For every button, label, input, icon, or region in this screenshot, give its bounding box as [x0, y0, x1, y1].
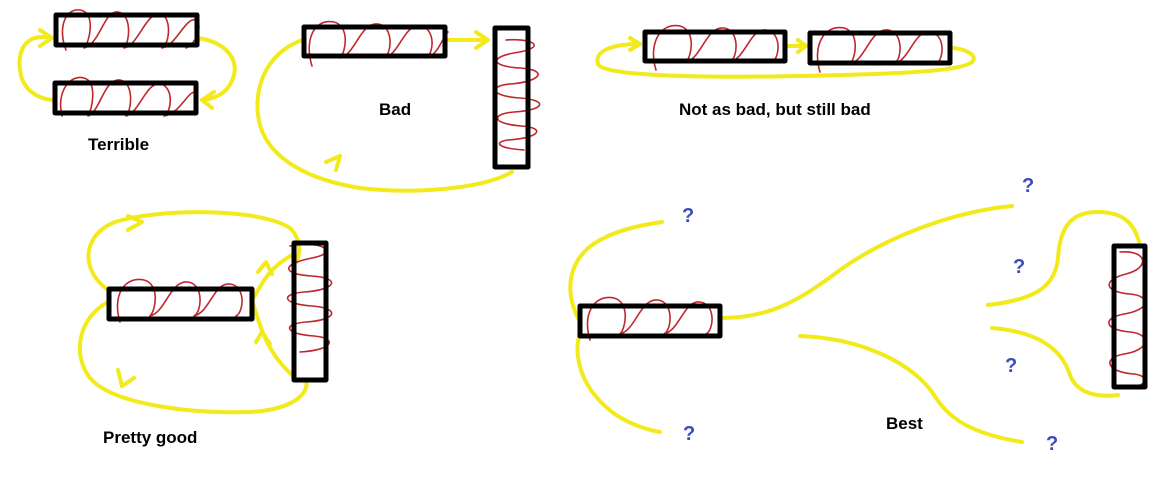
wire-best-left-down	[575, 330, 662, 434]
wire-best-left-up	[568, 220, 664, 320]
wire-good-bottom-arrow	[116, 368, 136, 388]
label-pretty-good: Pretty good	[103, 428, 198, 447]
wire-bad-loop-arrow	[324, 154, 342, 172]
wire-bad-top-arrow	[474, 30, 490, 50]
wire-good-bottom	[77, 300, 309, 415]
bar-good-horizontal	[106, 286, 255, 322]
wire-terrible-left	[17, 35, 54, 102]
black-bars	[52, 12, 1148, 390]
coil-terrible-top	[61, 9, 200, 51]
coil-good-vertical	[286, 243, 333, 353]
wire-terrible-right-arrow	[200, 90, 216, 110]
wire-good-inner	[250, 253, 294, 302]
wire-best-center-down	[798, 334, 1024, 444]
wire-notbad-loop	[595, 42, 976, 79]
bar-best-horizontal	[577, 303, 723, 339]
wire-good-top	[86, 210, 302, 292]
bar-notbad-right	[807, 30, 953, 66]
question-mark-right-top: ?	[1022, 175, 1035, 197]
coil-good-horizontal	[116, 278, 243, 323]
wire-terrible-right	[196, 36, 237, 102]
wire-notbad-mid-arrow	[796, 38, 808, 54]
bar-good-vertical	[291, 240, 329, 383]
question-mark-left-bottom: ?	[683, 423, 696, 445]
wire-good-inner2-arrow	[254, 330, 272, 346]
label-terrible: Terrible	[88, 135, 150, 154]
bar-bad-horizontal	[301, 24, 448, 59]
coil-bad-vertical	[494, 38, 541, 151]
bar-best-vertical	[1111, 243, 1148, 390]
label-bad: Bad	[379, 100, 412, 119]
bar-terrible-bottom	[52, 80, 199, 116]
wire-good-top-arrow	[126, 214, 144, 232]
wire-best-right-up	[986, 210, 1142, 307]
bar-notbad-left	[642, 29, 788, 64]
wire-good-inner-arrow	[256, 260, 274, 276]
bar-terrible-top	[53, 12, 200, 48]
question-mark-right-bottom: ?	[1046, 433, 1059, 455]
bar-bad-vertical	[492, 25, 531, 170]
wire-best-center-up	[720, 204, 1014, 320]
question-mark-right-lower: ?	[1005, 355, 1018, 377]
wire-best-right-down	[990, 326, 1120, 398]
label-best: Best	[886, 414, 923, 433]
label-not-as-bad: Not as bad, but still bad	[679, 100, 871, 119]
wire-terrible-left-arrow	[38, 28, 54, 48]
coil-best-vertical	[1108, 251, 1146, 389]
coil-best-horizontal	[586, 296, 713, 341]
wire-notbad-loop-arrow	[628, 36, 642, 52]
wire-bad-loop	[255, 38, 514, 193]
question-mark-right-upper: ?	[1013, 256, 1026, 278]
yellow-wires	[17, 28, 1142, 444]
question-mark-left-top: ?	[682, 205, 695, 227]
